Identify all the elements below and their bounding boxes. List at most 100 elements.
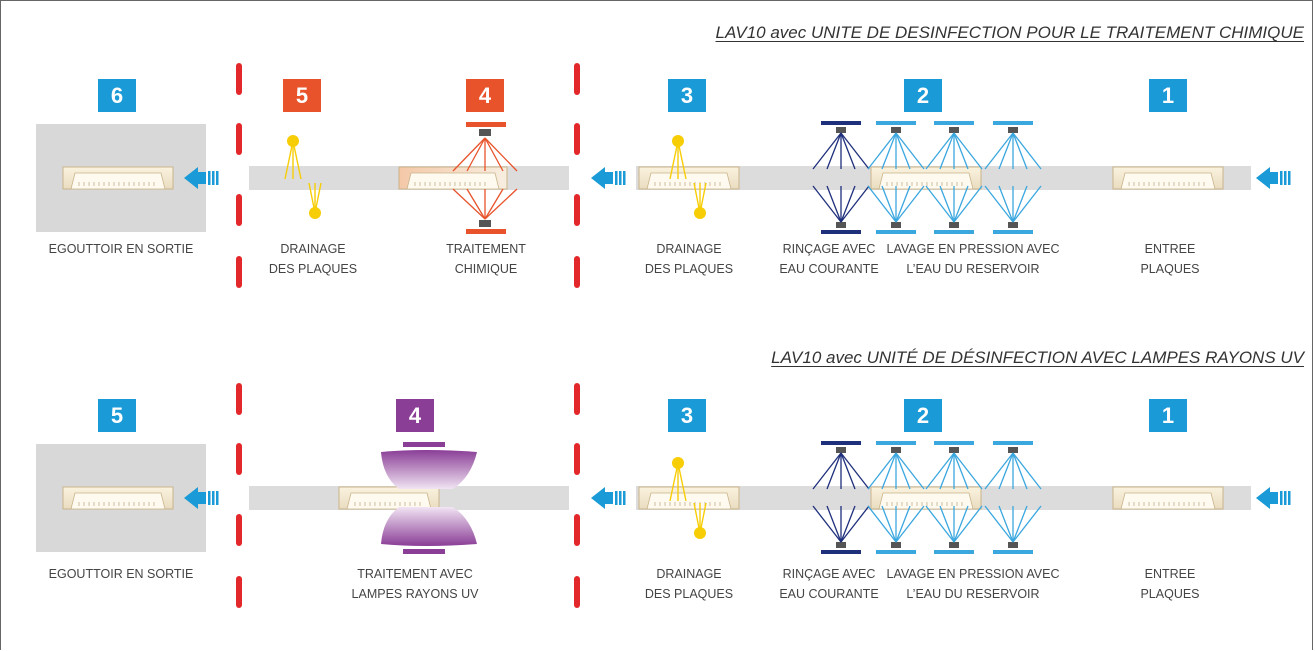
- spray-bar: [993, 121, 1033, 125]
- spray-ray: [953, 185, 983, 223]
- spray-ray: [826, 132, 842, 170]
- spray-bar: [876, 441, 916, 445]
- spray-bar: [934, 441, 974, 445]
- step-2-badge: 2: [904, 79, 942, 112]
- nozzle-icon: [1008, 542, 1018, 548]
- spray-ray: [895, 452, 911, 490]
- nozzle-icon: [949, 127, 959, 133]
- step-3-badge: 3: [668, 79, 706, 112]
- step-1-badge: 1: [1149, 399, 1187, 432]
- nozzle-icon: [891, 127, 901, 133]
- step-3-badge: 3: [668, 399, 706, 432]
- spray-ray: [1012, 505, 1028, 543]
- spray-ray: [984, 505, 1014, 543]
- spray-ray: [867, 185, 897, 223]
- nozzle-icon: [891, 447, 901, 453]
- flow-arrow-icon: [591, 167, 613, 189]
- spray-bar: [821, 441, 861, 445]
- chemical-bar: [466, 229, 506, 234]
- spray-ray: [867, 132, 897, 170]
- nozzle-icon: [891, 542, 901, 548]
- spray-bar: [821, 550, 861, 554]
- spray-ray: [840, 505, 870, 543]
- step-6-badge: 6: [98, 79, 136, 112]
- spray-ray: [895, 185, 925, 223]
- spray-ray: [984, 185, 1014, 223]
- uv-light-cone: [381, 507, 477, 546]
- spray-ray: [984, 132, 1014, 170]
- nozzle-icon: [836, 127, 846, 133]
- uv-light-cone: [381, 450, 477, 489]
- nozzle-icon: [949, 542, 959, 548]
- plate-tray: [70, 172, 166, 190]
- chemical-bar: [466, 122, 506, 127]
- panel-1-title: LAV10 avec UNITE DE DESINFECTION POUR LE…: [715, 23, 1305, 42]
- spray-bar: [993, 550, 1033, 554]
- spray-ray: [466, 188, 486, 220]
- spray-ray: [939, 505, 955, 543]
- spray-ray: [1012, 452, 1028, 490]
- panel-2-title: LAV10 avec UNITÉ DE DÉSINFECTION AVEC LA…: [771, 348, 1304, 367]
- spray-ray: [895, 132, 911, 170]
- step-4-badge: 4: [466, 79, 504, 112]
- spray-ray: [867, 452, 897, 490]
- spray-bar: [934, 230, 974, 234]
- spray-ray: [1012, 132, 1042, 170]
- spray-ray: [840, 185, 856, 223]
- spray-ray: [1012, 505, 1042, 543]
- spray-ray: [812, 505, 842, 543]
- plate-tray: [878, 172, 974, 190]
- nozzle-icon: [836, 222, 846, 228]
- spray-ray: [953, 132, 969, 170]
- spray-ray: [826, 185, 842, 223]
- spray-ray: [939, 185, 955, 223]
- spray-ray: [984, 452, 1014, 490]
- plate-tray: [1120, 492, 1216, 510]
- step-5-badge: 5: [283, 79, 321, 112]
- spray-ray: [881, 132, 897, 170]
- nozzle-icon: [949, 447, 959, 453]
- nozzle-icon: [479, 129, 491, 136]
- spray-ray: [895, 132, 925, 170]
- spray-ray: [484, 188, 518, 220]
- spray-ray: [895, 452, 925, 490]
- nozzle-icon: [949, 222, 959, 228]
- nozzle-icon: [1008, 127, 1018, 133]
- nozzle-icon: [1008, 447, 1018, 453]
- spray-bar: [993, 441, 1033, 445]
- nozzle-icon: [891, 222, 901, 228]
- spray-ray: [881, 505, 897, 543]
- label-egouttoir: EGOUTTOIR EN SORTIE: [48, 242, 194, 256]
- flow-arrow-icon: [1256, 487, 1278, 509]
- spray-ray: [812, 452, 842, 490]
- spray-ray: [840, 185, 870, 223]
- nozzle-icon: [479, 220, 491, 227]
- flow-arrow-icon: [184, 167, 206, 189]
- step-5-badge: 5: [98, 399, 136, 432]
- spray-ray: [1012, 452, 1042, 490]
- plate-tray: [646, 172, 732, 190]
- spray-bar: [821, 121, 861, 125]
- spray-ray: [881, 185, 897, 223]
- spray-bar: [934, 121, 974, 125]
- spray-ray: [998, 185, 1014, 223]
- spray-ray: [484, 137, 518, 172]
- label-egouttoir: EGOUTTOIR EN SORTIE: [48, 567, 194, 581]
- spray-ray: [1012, 185, 1042, 223]
- spray-bar: [821, 230, 861, 234]
- spray-ray: [840, 505, 856, 543]
- plate-tray: [346, 492, 432, 510]
- spray-ray: [925, 185, 955, 223]
- spray-ray: [812, 132, 842, 170]
- flow-arrow-icon: [184, 487, 206, 509]
- step-4-badge: 4: [396, 399, 434, 432]
- spray-ray: [840, 452, 870, 490]
- spray-ray: [925, 132, 955, 170]
